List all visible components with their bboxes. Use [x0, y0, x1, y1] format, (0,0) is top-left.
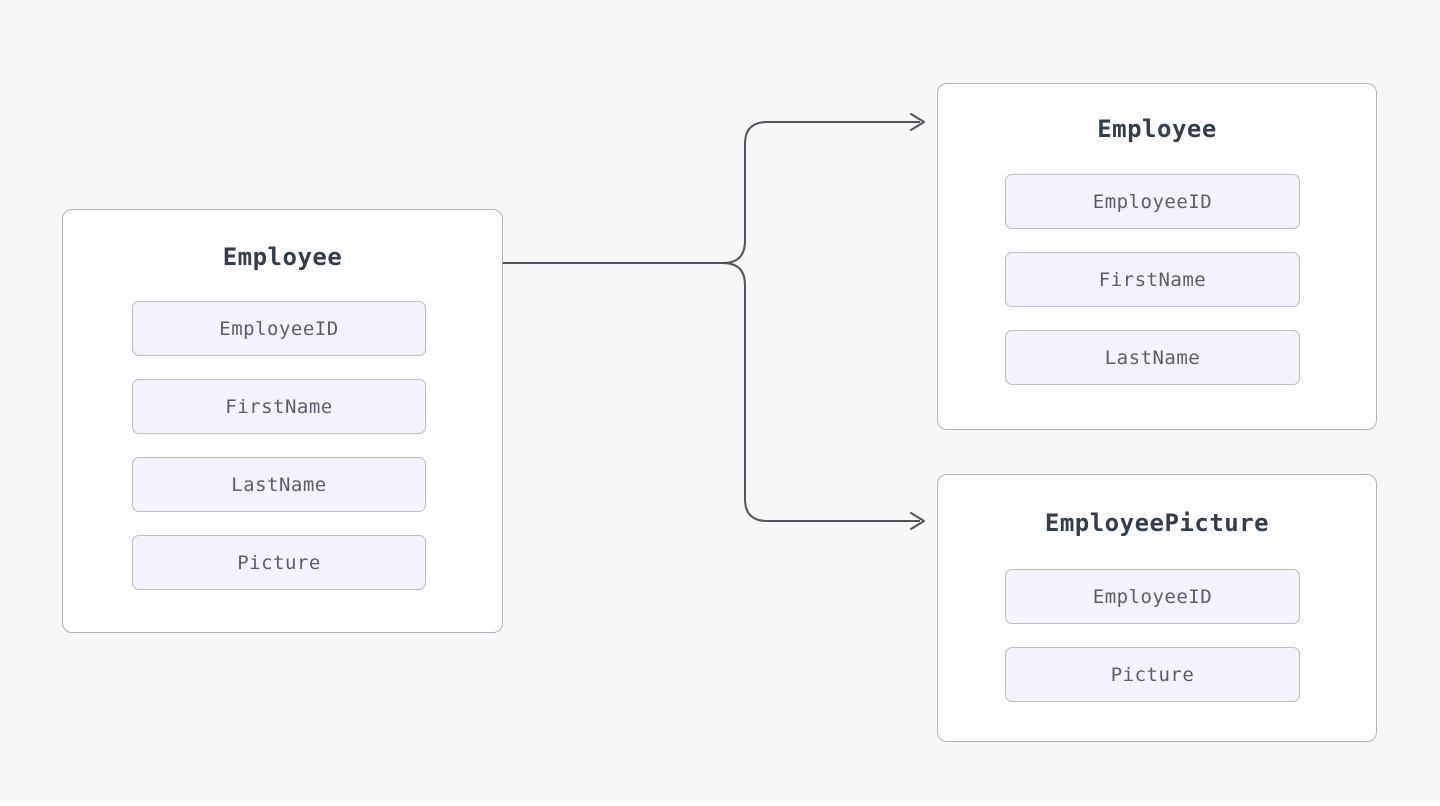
field-firstname: FirstName — [132, 379, 426, 434]
field-employeeid: EmployeeID — [132, 301, 426, 356]
entity-employee-source: Employee EmployeeID FirstName LastName P… — [62, 209, 503, 633]
connector-to-employee-picture — [503, 262, 920, 522]
field-picture: Picture — [132, 535, 426, 590]
field-firstname: FirstName — [1005, 252, 1300, 307]
entity-employee-picture: EmployeePicture EmployeeID Picture — [937, 474, 1377, 742]
field-employeeid: EmployeeID — [1005, 569, 1300, 624]
field-lastname: LastName — [1005, 330, 1300, 385]
entity-employee-split: Employee EmployeeID FirstName LastName — [937, 83, 1377, 430]
field-employeeid: EmployeeID — [1005, 174, 1300, 229]
entity-title: EmployeePicture — [1044, 509, 1270, 537]
entity-title: Employee — [222, 243, 343, 271]
arrowhead-employee-split-icon — [910, 113, 925, 131]
connector-to-employee-split — [503, 121, 920, 264]
bottom-edge-strip — [0, 802, 1440, 806]
arrowhead-employee-picture-icon — [910, 512, 925, 530]
field-picture: Picture — [1005, 647, 1300, 702]
entity-title: Employee — [1097, 115, 1217, 143]
field-lastname: LastName — [132, 457, 426, 512]
